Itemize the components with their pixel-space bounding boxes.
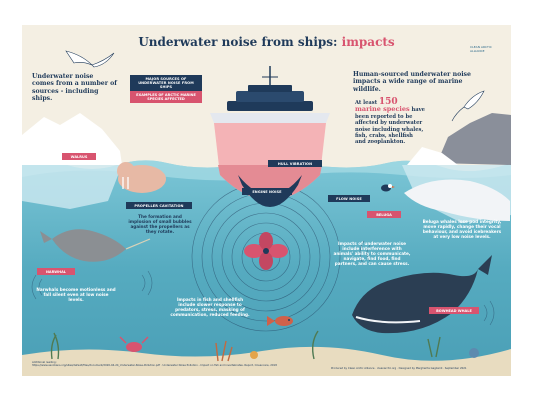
stat-number: 150	[378, 97, 398, 107]
stat-species: marine species	[355, 105, 410, 114]
footnote-link[interactable]: https://www.ascobans.org/sites/default/f…	[32, 364, 277, 368]
tern-right	[451, 90, 485, 122]
label-narwhal: NARWHAL	[37, 268, 75, 276]
crab	[119, 336, 149, 352]
fish	[267, 316, 293, 326]
page-title: Underwater noise from ships: impacts	[22, 35, 511, 49]
brand-logo: CLEAN ARCTIC ALLIANCE	[470, 45, 492, 53]
stat-prefix: At least	[355, 100, 378, 106]
footnote: Additional reading: https://www.ascobans…	[32, 361, 282, 368]
tern-left	[65, 50, 115, 68]
brand-line-1: CLEAN ARCTIC	[470, 45, 492, 49]
title-accent: impacts	[341, 35, 395, 49]
text-beluga: Beluga whales lose pod integrity, move r…	[422, 219, 502, 240]
text-propeller-cavitation: The formation and implosion of small bub…	[128, 214, 192, 235]
label-engine-noise: ENGINE NOISE	[242, 188, 292, 196]
intro-left: Underwater noise comes from a number of …	[32, 73, 117, 103]
footnote-heading: Additional reading:	[32, 361, 57, 364]
bowhead-whale	[352, 255, 492, 334]
sound-waves	[31, 240, 495, 326]
seabed	[22, 346, 511, 376]
label-propeller-cavitation: PROPELLER CAVITATION	[126, 202, 192, 210]
text-narwhal: Narwhals become motionless and fall sile…	[36, 287, 116, 303]
text-fish-shellfish: Impacts in fish and shellfish include sl…	[170, 297, 250, 318]
credits: Produced by Clean Arctic Alliance · clea…	[331, 367, 467, 370]
species-stat: At least 150 marine species have been re…	[355, 97, 425, 146]
seabed-plants	[50, 330, 479, 362]
text-impacts: Impacts of underwater noise include inte…	[333, 241, 411, 267]
label-bowhead-whale: BOWHEAD WHALE	[429, 307, 479, 315]
legend-sources: MAJOR SOURCES OF UNDERWATER NOISE FROM S…	[130, 75, 202, 91]
propeller	[244, 232, 288, 270]
infographic-poster: Underwater noise from ships: impacts CLE…	[22, 25, 511, 376]
brand-line-2: ALLIANCE	[470, 49, 485, 53]
legend-species: EXAMPLES OF ARCTIC MARINE SPECIES AFFECT…	[130, 91, 202, 103]
stat-rest: have been reported to be affected by und…	[355, 107, 425, 146]
intro-right: Human-sourced underwater noise impacts a…	[353, 71, 471, 93]
iceberg-left	[22, 113, 122, 209]
narwhal	[40, 229, 151, 262]
label-hull-vibration: HULL VIBRATION	[268, 160, 322, 168]
beluga	[404, 179, 510, 221]
puffin	[381, 184, 395, 192]
title-main: Underwater noise from ships:	[138, 35, 338, 49]
label-flow-noise: FLOW NOISE	[328, 195, 370, 203]
label-walrus: WALRUS	[62, 153, 96, 161]
label-beluga: BELUGA	[367, 211, 401, 219]
walrus	[117, 162, 166, 193]
